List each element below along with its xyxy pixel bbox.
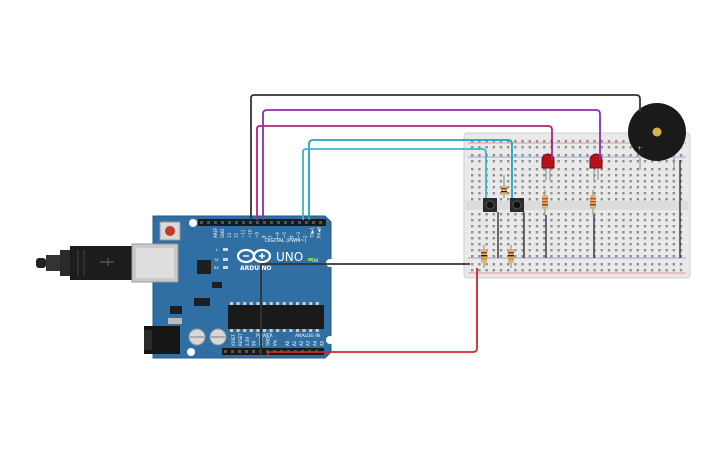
resistor-led-1 — [542, 190, 548, 215]
digital-pin-label-12: ~3 — [296, 232, 301, 238]
power-pin-label-0: IOREF — [231, 333, 236, 346]
led-l-label: L — [216, 248, 218, 252]
led-tx-label: TX — [213, 258, 219, 262]
wire-cyan — [308, 139, 513, 220]
red-led-1[interactable] — [541, 153, 555, 180]
wire-red — [267, 268, 478, 355]
push-button-2[interactable] — [510, 198, 524, 212]
analog-pin-label-5: A5 — [320, 340, 325, 346]
digital-pin-label-10: ~5 — [282, 232, 287, 238]
power-pin-label-6: Vin — [272, 339, 277, 346]
digital-pin-label-2: 13 — [227, 232, 232, 238]
wire-black-mid — [260, 263, 470, 355]
wire-magenta — [256, 125, 553, 220]
led-l — [223, 248, 228, 251]
power-pin-label-2: 3.3V — [245, 337, 250, 346]
digital-pin-label-14: TX▶1 — [310, 227, 315, 239]
digital-pin-label-1: GND — [220, 229, 225, 238]
digital-pin-label-9: ~6 — [275, 232, 280, 238]
digital-header-label: DIGITAL (PWM~) — [265, 238, 307, 244]
digital-pin-label-6: ~9 — [254, 232, 259, 238]
breadboard[interactable] — [463, 132, 691, 279]
power-pin-label-1: RESET — [238, 333, 243, 346]
analog-pin-label-3: A3 — [306, 340, 311, 346]
resistor-led-2 — [590, 190, 596, 215]
analog-header-label: ANALOG IN — [295, 333, 320, 339]
analog-pin-label-1: A1 — [292, 340, 297, 346]
analog-pin-label-4: A4 — [313, 340, 318, 346]
atmega-chip-pins — [230, 302, 319, 332]
digital-header[interactable] — [198, 219, 326, 226]
push-button-1[interactable] — [483, 198, 497, 212]
digital-pin-label-13: 2 — [303, 235, 308, 238]
digital-pin-label-4: ~11 — [241, 229, 246, 238]
wire-purple — [262, 109, 601, 220]
led-tx — [223, 258, 228, 261]
analog-pin-label-2: A2 — [299, 340, 304, 346]
board-brand-label: ARDUINO — [240, 265, 271, 272]
power-header-label: POWER — [256, 333, 273, 339]
digital-pin-label-0: AREF — [213, 227, 218, 238]
digital-pin-label-7: 8 — [261, 235, 266, 238]
arduino-logo — [236, 248, 272, 264]
digital-pin-label-3: 12 — [234, 232, 239, 238]
breadboard-jumpers — [497, 160, 681, 258]
wires — [250, 94, 641, 355]
digital-pin-label-5: ~10 — [248, 229, 253, 238]
resistor-button-2 — [508, 245, 514, 268]
arduino-uno-board[interactable]: UNO ARDUINO DIGITAL (PWM~) POWER ANALOG … — [36, 215, 334, 359]
on-led — [308, 258, 313, 261]
resistor-top — [501, 175, 507, 198]
on-led-label: ON — [312, 258, 318, 263]
usb-cable — [36, 246, 132, 280]
piezo-buzzer[interactable]: + — [628, 103, 686, 170]
svg-text:+: + — [637, 145, 642, 152]
led-rx-label: RX — [214, 266, 219, 270]
digital-pin-label-8: 7 — [268, 235, 273, 238]
power-pin-label-3: 5V — [252, 340, 257, 346]
power-pin-label-5: GND — [266, 337, 271, 346]
wire-black-top — [250, 94, 641, 220]
digital-pin-label-15: RX◀0 — [317, 226, 322, 238]
led-rx — [223, 266, 228, 269]
resistor-button-1 — [481, 245, 487, 268]
digital-pin-label-11: 4 — [289, 235, 294, 238]
wire-teal — [302, 148, 487, 220]
red-led-2[interactable] — [589, 153, 603, 180]
analog-pin-label-0: A0 — [285, 340, 290, 346]
board-model-label: UNO — [276, 250, 303, 264]
